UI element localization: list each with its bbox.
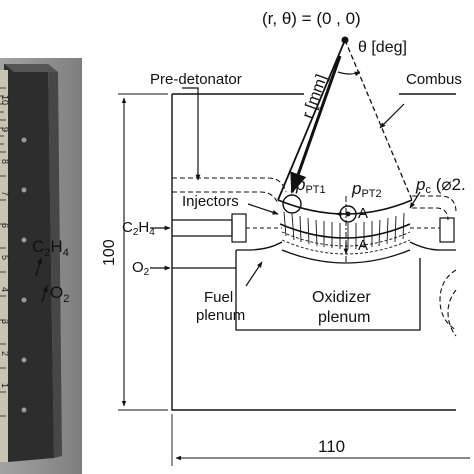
ppt1-sensor [282, 194, 302, 214]
theta-arc [337, 71, 361, 77]
sector-edge-right [344, 39, 413, 201]
oxidizer-plenum-box [235, 250, 421, 331]
ppt1-label: pPT1 [295, 175, 326, 196]
o2-label: O2 [132, 259, 150, 278]
lower-right-tube-2 [447, 289, 457, 337]
ruler-tick-label: 7 [0, 191, 10, 196]
labels: (r, θ) = (0 , 0) θ [deg] r [mm] Pre-deto… [101, 9, 466, 456]
section-label-bottom: A [358, 237, 368, 254]
fuel-inlet-fitting [231, 213, 247, 243]
fuel-plenum-left-curve [236, 241, 283, 251]
photo-c2h4-arrow [35, 257, 42, 277]
fuel-inlet-pipe [172, 219, 233, 237]
bolt-holes [21, 137, 27, 413]
combustor-block-side [48, 64, 62, 458]
photo-o2-arrow [41, 285, 48, 303]
lower-right-tube-1 [439, 269, 457, 331]
section-label-top: A [358, 205, 368, 222]
pc-label: pc (⌀2. [415, 175, 466, 196]
plenum-top-curve [281, 249, 411, 264]
injectors-leader [247, 203, 279, 215]
ruler-tick-label: 4 [0, 287, 10, 292]
oxidizer-plenum-label-2: plenum [318, 309, 370, 326]
ruler-tick-label: 5 [0, 255, 10, 260]
ppt2-center [345, 211, 351, 217]
ruler-tick-label: 1 [0, 383, 10, 388]
pc-leader [409, 191, 421, 209]
fuel-plenum-label-2: plenum [196, 307, 245, 324]
pre-detonator-tube-1 [172, 177, 287, 193]
origin-label: (r, θ) = (0 , 0) [262, 9, 361, 28]
dim-width-label: 110 [318, 437, 345, 456]
pressure-port-tube-2 [412, 207, 449, 221]
ruler-ticks [0, 87, 6, 417]
ruler-tick-label: 3 [0, 319, 10, 324]
fuel-plenum-label-1: Fuel [204, 289, 233, 306]
pressure-port-tube-1 [412, 195, 457, 213]
combustor-leader [379, 103, 405, 129]
ppt2-label: pPT2 [351, 179, 382, 200]
ruler-tick-label: 10 [0, 95, 10, 105]
fuel-plenum-leader [245, 261, 263, 287]
block-outline [171, 93, 456, 411]
injectors-label: Injectors [182, 193, 239, 210]
schematic [118, 36, 470, 466]
dim-height-label: 100 [101, 239, 118, 266]
pre-detonator-label: Pre-detonator [150, 71, 242, 88]
ruler-tick-label: 6 [0, 223, 10, 228]
sector-edge-left [277, 39, 346, 201]
photo-o2-label: O2 [50, 283, 69, 305]
ruler [0, 70, 8, 462]
theta-label: θ [deg] [358, 39, 407, 56]
ruler-tick-label: 8 [0, 159, 10, 164]
ruler-tick-label: 2 [0, 351, 10, 356]
right-fitting [439, 217, 455, 243]
pre-detonator-leader [182, 87, 201, 181]
oxidizer-plenum-label-1: Oxidizer [312, 289, 371, 306]
combustor-block-top [4, 64, 58, 72]
combustor-arc-inner [279, 223, 411, 239]
radius-arrow [290, 55, 342, 194]
c2h4-label: C2H4 [122, 219, 155, 238]
combustor-label: Combus [406, 71, 462, 88]
origin-point [341, 36, 349, 44]
photo-c2h4-label: C2H4 [32, 237, 69, 259]
photo-panel: 10 9 8 7 6 5 4 3 2 1 C2H4 O2 [0, 58, 82, 474]
combustor-block [4, 64, 54, 462]
ruler-tick-label: 9 [0, 127, 10, 132]
pre-detonator-tube-2 [172, 191, 279, 205]
plenum-right-curve [409, 241, 456, 251]
